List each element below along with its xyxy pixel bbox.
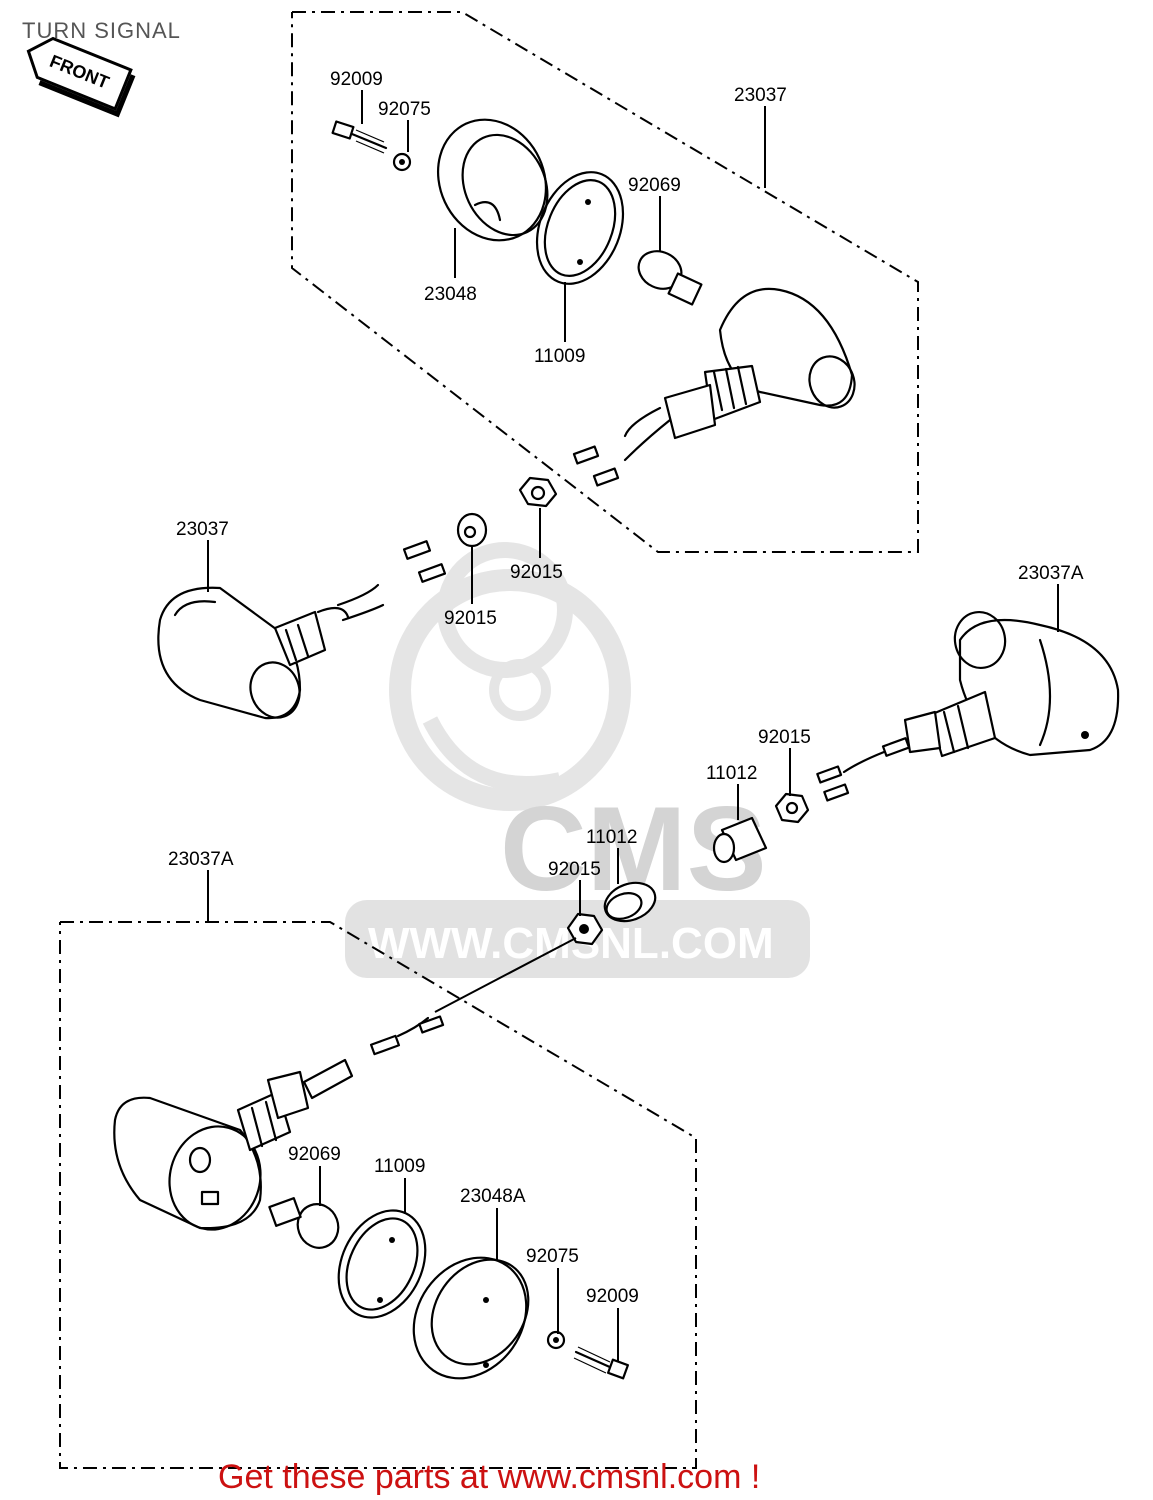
label-center-11012: 11012 [586,827,637,848]
leader-lines [207,90,1059,1362]
upper-bulb-92069 [637,250,703,306]
label-top-23037: 23037 [734,85,787,106]
label-top-92075: 92075 [378,99,431,120]
label-top-11009: 11009 [534,346,585,367]
label-bottom-23048A: 23048A [460,1186,526,1207]
label-mid-92015-a: 92015 [510,562,563,583]
label-bottom-23037A: 23037A [168,849,234,870]
label-bottom-11009: 11009 [374,1156,425,1177]
right-turn-signal-23037A [816,610,1120,802]
label-bottom-92069: 92069 [288,1144,341,1165]
label-bottom-92009: 92009 [586,1286,639,1307]
lower-bolt-92009 [573,1346,630,1380]
footer-link[interactable]: Get these parts at www.cmsnl.com ! [218,1458,760,1496]
label-bottom-92075: 92075 [526,1246,579,1267]
label-right-11012: 11012 [706,763,757,784]
center-nut-92015 [566,912,604,946]
upper-housing [572,287,856,487]
label-mid-92015-b: 92015 [444,608,497,629]
lower-assembly-boundary [59,921,697,1469]
label-top-92009: 92009 [330,69,383,90]
right-collar-11012 [712,816,768,864]
label-top-23048: 23048 [424,284,477,305]
lower-housing [113,1015,445,1231]
upper-nut-92015 [518,476,558,508]
upper-lens-23048 [436,118,549,242]
upper-bolt-92009 [331,120,388,154]
center-collar-11012 [603,881,657,923]
mid-spacer-92015 [456,512,488,548]
front-arrow-icon: FRONT [26,36,136,118]
label-center-92015: 92015 [548,859,601,880]
upper-gasket-11009 [535,171,625,285]
label-mid-23037: 23037 [176,519,229,540]
label-right-23037A: 23037A [1018,563,1084,584]
lower-washer-92075 [546,1330,566,1350]
label-right-92015: 92015 [758,727,811,748]
lower-bulb-92069 [268,1197,340,1249]
upper-assembly-boundary [291,11,919,553]
left-turn-signal-23037 [157,540,447,720]
lower-lens-23048A [412,1256,530,1380]
watermark-mascot-icon [389,542,631,811]
diagram-title: TURN SIGNAL [22,18,181,43]
right-nut-92015 [774,792,810,824]
label-top-92069: 92069 [628,175,681,196]
upper-washer-92075 [392,152,412,172]
